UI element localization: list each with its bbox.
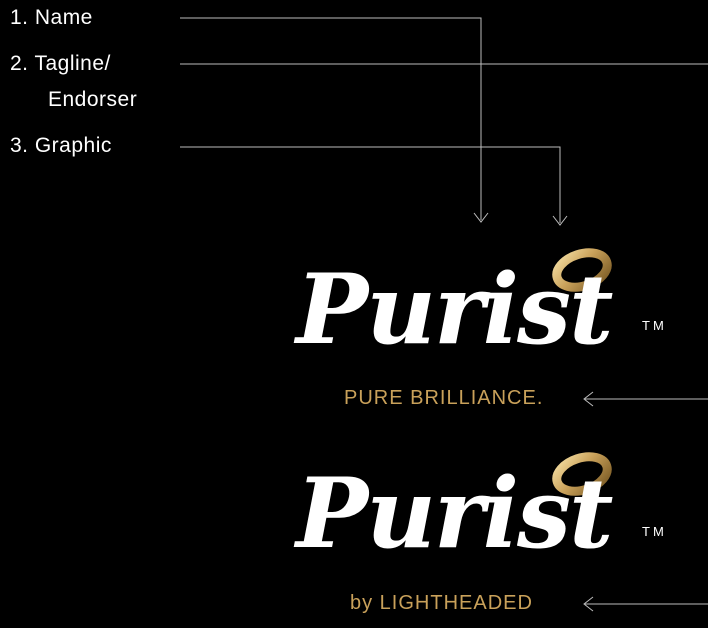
name-connector: [180, 17, 482, 220]
halo-icon: [552, 248, 612, 292]
halo-icon: [552, 452, 612, 496]
label-endorser: Endorser: [48, 88, 138, 111]
name-arrowhead: [473, 212, 489, 223]
graphic-arrowhead: [552, 215, 568, 226]
tagline-text: PURE BRILLIANCE.: [344, 387, 544, 409]
label-tagline: 2. Tagline/: [10, 52, 111, 75]
logo-word-secondary: Purist: [296, 457, 613, 570]
endorser-text: by LIGHTHEADED: [350, 592, 533, 614]
trademark-mark-primary: TM: [642, 318, 667, 333]
tagline-arrowhead: [583, 391, 594, 407]
endorser-arrowhead: [583, 596, 594, 612]
graphic-connector: [180, 146, 561, 223]
trademark-mark-secondary: TM: [642, 524, 667, 539]
label-graphic: 3. Graphic: [10, 134, 112, 157]
label-name: 1. Name: [10, 6, 93, 29]
logo-word-primary: Purist: [296, 253, 613, 366]
